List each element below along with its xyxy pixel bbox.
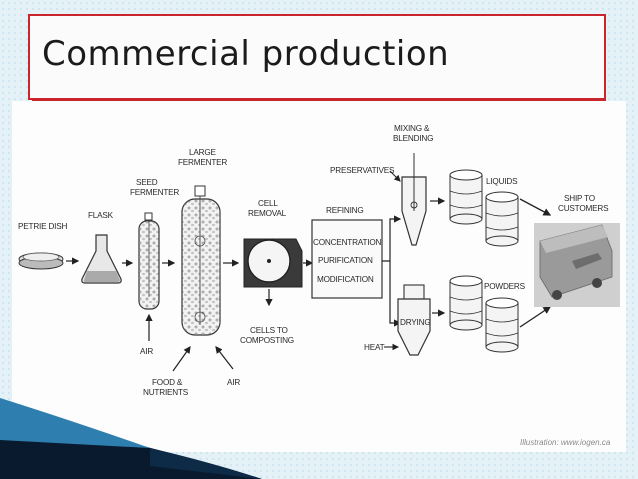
label-seed-fermenter: FERMENTER [130,188,179,197]
illustration-credit: Illustration: www.iogen.ca [520,438,611,447]
large-fermenter-icon [181,185,221,336]
label-food: FOOD & [152,378,183,387]
label-nutrients: NUTRIENTS [143,388,189,397]
process-diagram-svg: PETRIE DISH FLASK SEED FERMENTER AIR LAR… [18,124,620,447]
slide-title: Commercial production [42,34,450,74]
label-heat: HEAT [364,343,385,352]
label-customers: CUSTOMERS [558,204,609,213]
arrow-air-to-large [215,346,234,370]
label-seed: SEED [136,178,158,187]
label-concentration: CONCENTRATION [313,238,381,247]
label-large-fermenter: FERMENTER [178,158,227,167]
title-box: Commercial production [28,14,606,100]
label-cell: CELL [258,199,278,208]
label-mixing: MIXING & [394,124,430,133]
petri-dish-icon [18,252,64,270]
mixing-tank-icon [401,153,427,246]
drying-tank-icon [397,284,431,356]
label-ship-to: SHIP TO [564,194,595,203]
label-air-1: AIR [140,347,153,356]
refining-box [311,219,383,299]
liquid-drums-icon [449,169,519,247]
flask-icon [81,234,122,284]
label-large: LARGE [189,148,216,157]
arrow-powders-to-ship [519,306,552,328]
label-powders: POWDERS [484,282,526,291]
title-underline [32,98,606,101]
label-air-2: AIR [227,378,240,387]
arrow-food-to-large [172,346,191,372]
delivery-truck-icon [534,223,620,307]
label-refining: REFINING [326,206,364,215]
label-petrie-dish: PETRIE DISH [18,222,67,231]
label-cells-to: CELLS TO [250,326,288,335]
arrow-refining-to-mixing [382,215,402,262]
label-preservatives: PRESERVATIVES [330,166,395,175]
label-blending: BLENDING [393,134,433,143]
label-composting: COMPOSTING [240,336,294,345]
powder-drums-icon [449,275,519,353]
label-flask: FLASK [88,211,114,220]
label-liquids: LIQUIDS [486,177,518,186]
arrow-refining-to-drying [389,261,402,327]
label-removal: REMOVAL [248,209,287,218]
centrifuge-icon [243,238,303,288]
arrow-liquids-to-ship [519,198,552,216]
label-modification: MODIFICATION [317,275,374,284]
seed-fermenter-icon [138,212,160,310]
arrow-preservatives [389,170,401,182]
label-purification: PURIFICATION [318,256,373,265]
label-drying: DRYING [400,318,431,327]
process-diagram: PETRIE DISH FLASK SEED FERMENTER AIR LAR… [12,101,626,452]
